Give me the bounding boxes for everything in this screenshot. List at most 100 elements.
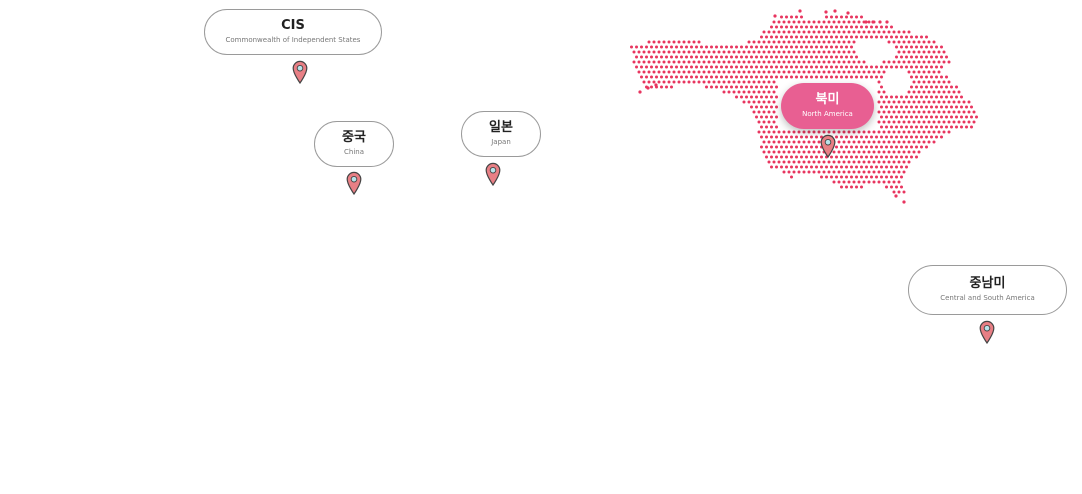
map-dot	[682, 70, 686, 74]
map-dot	[865, 145, 868, 149]
map-dot	[827, 50, 831, 54]
map-dot	[780, 25, 783, 29]
map-dot	[927, 130, 931, 134]
region-bubble-central-south-america[interactable]: 중남미 Central and South America	[908, 265, 1067, 315]
map-dot	[872, 160, 876, 164]
map-dot	[812, 160, 816, 164]
region-name-ko: 중남미	[969, 276, 1006, 291]
map-dot	[757, 50, 761, 54]
region-bubble-china[interactable]: 중국 China	[314, 121, 394, 167]
map-dot	[910, 35, 913, 39]
map-dot	[665, 45, 668, 49]
map-dot	[785, 155, 788, 159]
map-dot	[662, 80, 666, 84]
map-dot	[845, 55, 848, 59]
map-dot	[935, 135, 938, 139]
map-dot	[775, 165, 778, 169]
map-dot	[825, 25, 828, 29]
region-bubble-cis[interactable]: CIS Commonwealth of Independent States	[204, 9, 382, 55]
map-dot	[712, 70, 716, 74]
map-dot	[885, 185, 888, 189]
map-pin-icon[interactable]	[820, 134, 836, 158]
map-dot	[890, 95, 893, 99]
map-dot	[802, 40, 806, 44]
map-dot	[707, 70, 711, 74]
map-dot	[894, 194, 898, 198]
map-dot	[910, 125, 913, 129]
map-dot	[682, 60, 686, 64]
map-dot	[797, 70, 801, 74]
map-dot	[807, 150, 811, 154]
map-dot	[792, 160, 796, 164]
map-dot	[735, 85, 738, 89]
map-dot	[965, 125, 968, 129]
map-dot	[892, 190, 896, 194]
map-dot	[787, 60, 791, 64]
map-dot	[810, 65, 813, 69]
map-dot	[857, 70, 861, 74]
map-dot	[852, 160, 856, 164]
map-dot	[700, 65, 703, 69]
map-dot	[915, 145, 918, 149]
region-bubble-japan[interactable]: 일본 Japan	[461, 111, 541, 157]
map-dot	[907, 120, 911, 124]
map-dot	[805, 45, 808, 49]
map-dot	[895, 35, 898, 39]
map-dot	[824, 10, 828, 14]
map-dot	[837, 70, 841, 74]
map-dot	[900, 105, 903, 109]
map-dot	[805, 145, 808, 149]
map-dot	[827, 20, 831, 24]
map-dot	[807, 50, 811, 54]
map-dot	[782, 140, 786, 144]
map-pin-icon[interactable]	[346, 171, 362, 195]
map-dot	[852, 140, 856, 144]
map-dot	[685, 45, 688, 49]
map-dot	[920, 65, 923, 69]
map-dot	[932, 110, 936, 114]
map-dot	[830, 175, 833, 179]
map-dot	[875, 145, 878, 149]
map-dot	[775, 25, 778, 29]
map-dot	[897, 110, 901, 114]
map-dot	[802, 150, 806, 154]
map-dot	[897, 140, 901, 144]
map-pin-icon[interactable]	[485, 162, 501, 186]
region-bubble-north-america[interactable]: 북미 North America	[781, 83, 874, 129]
map-dot	[875, 65, 878, 69]
map-pin-icon[interactable]	[292, 60, 308, 84]
map-dot	[850, 45, 853, 49]
map-dot	[897, 160, 901, 164]
map-dot	[780, 15, 783, 19]
map-dot	[672, 70, 676, 74]
map-dot	[720, 65, 723, 69]
map-dot	[732, 90, 736, 94]
map-dot	[672, 60, 676, 64]
map-dot	[687, 40, 691, 44]
map-dot	[717, 80, 721, 84]
map-dot	[857, 20, 861, 24]
map-dot	[760, 125, 763, 129]
map-dot	[777, 30, 781, 34]
map-dot	[797, 30, 801, 34]
map-dot	[937, 80, 941, 84]
map-pin-icon[interactable]	[979, 320, 995, 344]
map-dot	[925, 135, 928, 139]
map-dot	[640, 65, 643, 69]
map-dot	[947, 80, 951, 84]
map-dot	[810, 165, 813, 169]
map-dot	[952, 110, 956, 114]
map-dot	[705, 55, 708, 59]
map-dot	[890, 175, 893, 179]
map-dot	[657, 70, 661, 74]
map-dot	[687, 70, 691, 74]
map-dot	[902, 170, 906, 174]
map-dot	[820, 25, 823, 29]
map-dot	[902, 140, 906, 144]
map-dot	[847, 170, 851, 174]
region-name-ko: 중국	[342, 130, 366, 145]
map-dot	[845, 145, 848, 149]
map-dot	[695, 75, 698, 79]
map-dot	[867, 140, 871, 144]
map-dot	[817, 50, 821, 54]
